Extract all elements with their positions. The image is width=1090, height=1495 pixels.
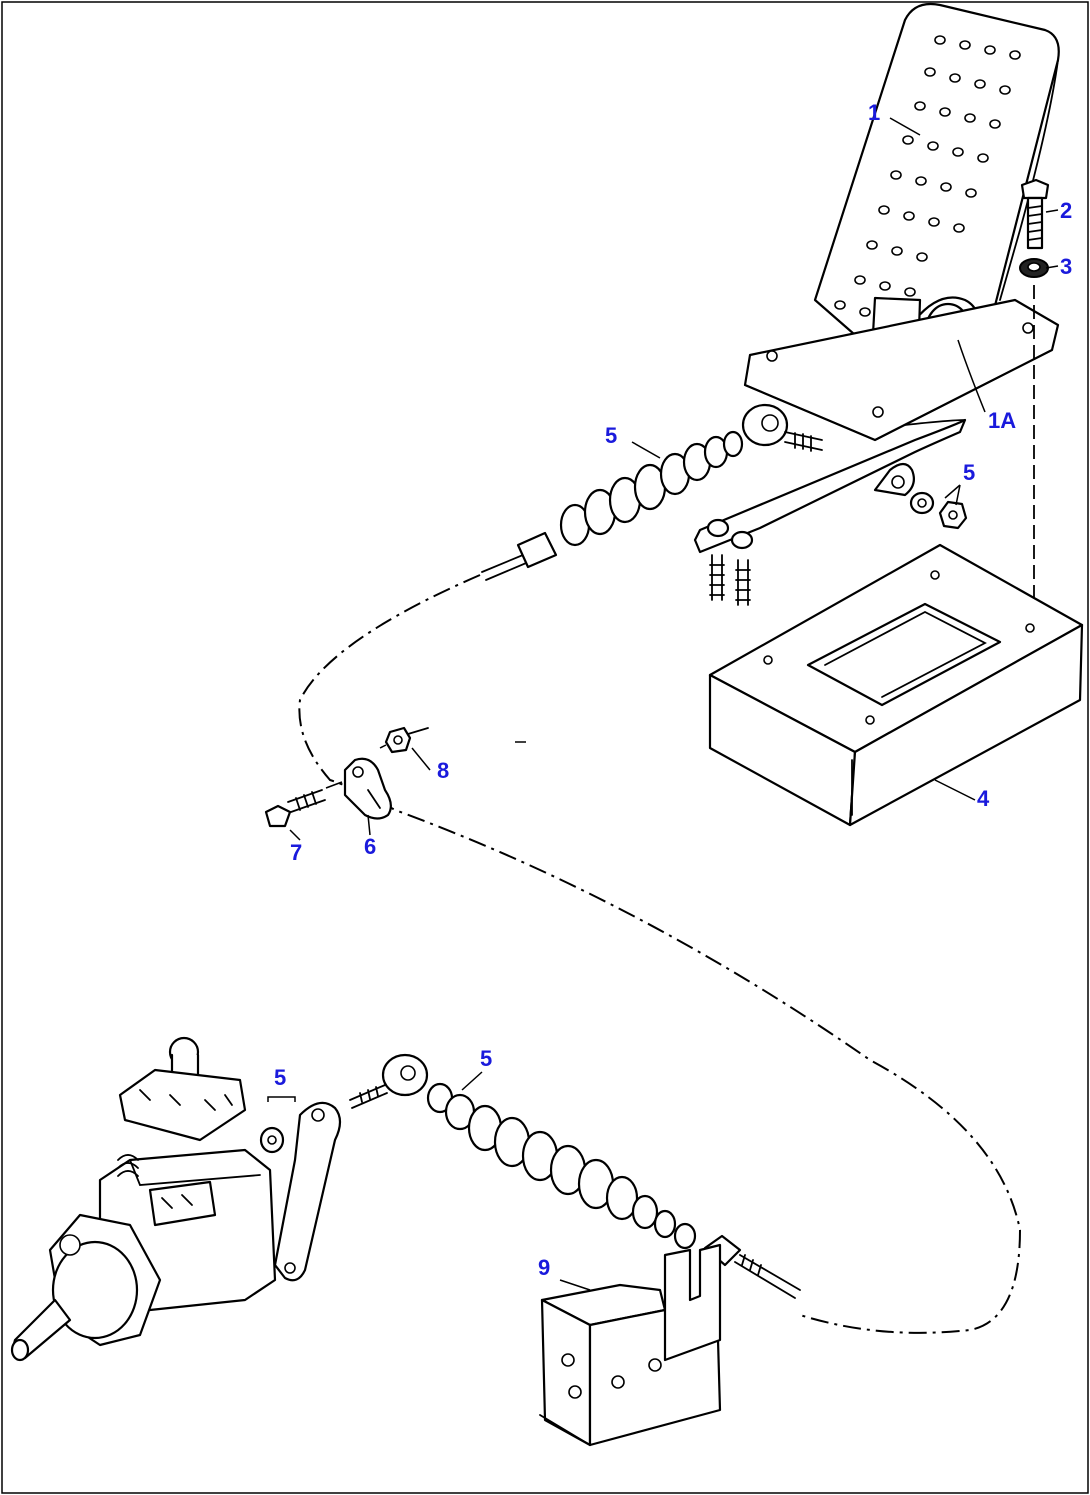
- callout-3: 3: [1060, 254, 1072, 279]
- callout-2: 2: [1060, 198, 1072, 223]
- callout-1: 1: [868, 100, 880, 125]
- bolt-part-7: [264, 789, 326, 828]
- bolt-part-2: [1020, 178, 1050, 250]
- nut-part-5-pump: [259, 1126, 285, 1154]
- callout-labels: 1 2 3 1A 5 5 4 8 7 6 5 5 9: [274, 100, 1072, 1280]
- callout-5-pump: 5: [274, 1065, 286, 1090]
- throttle-cable-bottom: [349, 1053, 801, 1299]
- callout-9: 9: [538, 1255, 550, 1280]
- bracket-mark-pump: [267, 1096, 296, 1102]
- callout-5-nuts: 5: [963, 460, 975, 485]
- leader-lines: [289, 117, 1059, 1291]
- nut-part-8: [384, 726, 429, 754]
- cable-bracket-part-9: [539, 1243, 722, 1447]
- cable-routing-line: [298, 574, 1022, 1334]
- pedal-box-part-4: [708, 543, 1084, 827]
- callout-4: 4: [977, 786, 990, 811]
- callout-8: 8: [437, 758, 449, 783]
- callout-5-top-cable: 5: [605, 423, 617, 448]
- callout-1a: 1A: [988, 408, 1016, 433]
- callout-7: 7: [290, 840, 302, 865]
- throttle-cable-top: [481, 403, 823, 581]
- cable-stay-bracket: [693, 418, 967, 606]
- assembly-line-clamp: [325, 744, 387, 789]
- pedal-pad-holes: [834, 35, 1021, 317]
- cable-clamp-part-6: [343, 757, 392, 820]
- washer-part-3: [1019, 258, 1049, 278]
- callout-5-bottom-cable: 5: [480, 1046, 492, 1071]
- nuts-part-5: [909, 491, 968, 530]
- pedal-mounting-plate: [743, 298, 1060, 442]
- pump-lever: [273, 1101, 342, 1282]
- callout-6: 6: [364, 834, 376, 859]
- injection-pump: [10, 1036, 277, 1362]
